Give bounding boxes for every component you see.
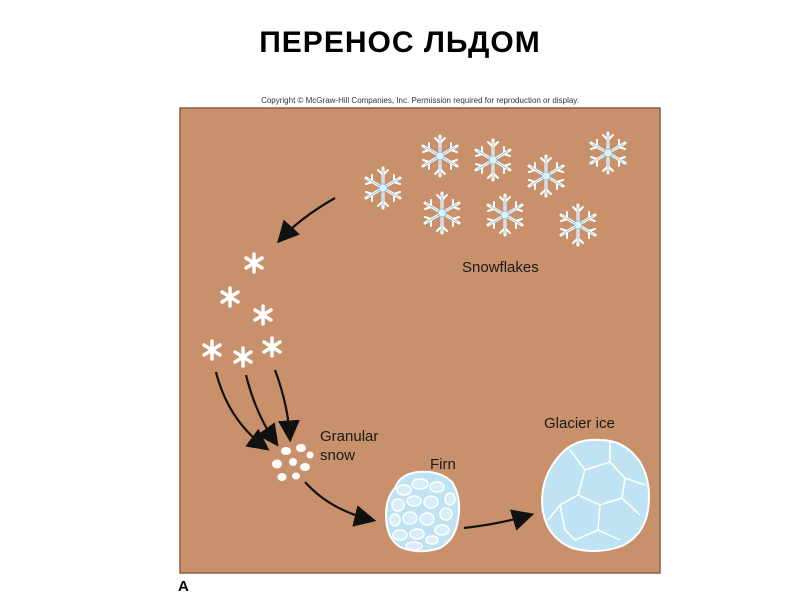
slide-title: ПЕРЕНОС ЛЬДОМ bbox=[259, 26, 541, 59]
glacier-ice-group bbox=[541, 438, 650, 552]
firn-group bbox=[384, 470, 461, 553]
arrow-icon bbox=[463, 509, 535, 531]
label-granular-line2: snow bbox=[320, 447, 355, 464]
label-snowflakes: Snowflakes bbox=[462, 259, 539, 276]
arrow-icon bbox=[304, 481, 377, 527]
figure-letter: A bbox=[178, 578, 189, 595]
label-granular-line1: Granular bbox=[320, 428, 378, 445]
granular-snow-group bbox=[272, 444, 314, 481]
label-firn: Firn bbox=[430, 456, 456, 473]
arrow-icon bbox=[244, 374, 279, 447]
copyright-notice: Copyright © McGraw-Hill Companies, Inc. … bbox=[261, 96, 579, 105]
arrow-icon bbox=[277, 197, 336, 244]
process-arrows bbox=[214, 197, 535, 531]
label-glacier-ice: Glacier ice bbox=[544, 415, 615, 432]
arrow-icon bbox=[273, 369, 300, 443]
